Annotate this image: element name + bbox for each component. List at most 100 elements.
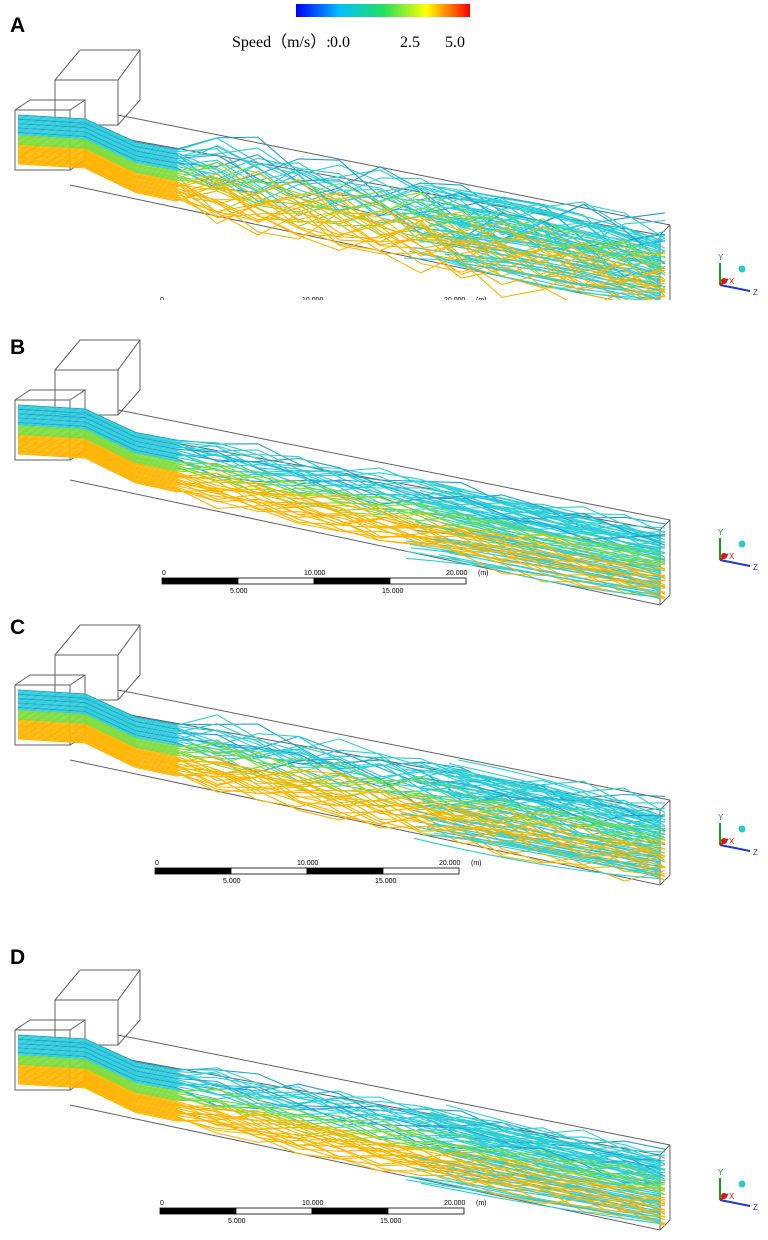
view-sphere bbox=[738, 825, 746, 833]
scale-bar-segment bbox=[311, 1207, 389, 1215]
streamline bbox=[17, 136, 666, 270]
streamline bbox=[444, 254, 661, 298]
streamline bbox=[435, 493, 661, 547]
streamline bbox=[17, 1051, 666, 1184]
streamline bbox=[17, 449, 666, 598]
panel-label: B bbox=[10, 336, 26, 359]
scale-bar-segment bbox=[230, 867, 308, 875]
scale-bar-label: 20.000 bbox=[446, 570, 468, 577]
axis-triad: Y X Z bbox=[718, 1168, 758, 1212]
streamline bbox=[17, 1083, 666, 1227]
streamline bbox=[17, 447, 666, 598]
streamline bbox=[17, 143, 666, 293]
scale-bar-label: 15.000 bbox=[375, 878, 397, 885]
streamline bbox=[17, 706, 666, 845]
streamline bbox=[452, 769, 661, 825]
streamline bbox=[17, 699, 666, 833]
streamline bbox=[440, 549, 661, 593]
streamline bbox=[17, 125, 666, 262]
streamline bbox=[17, 1058, 666, 1196]
streamline bbox=[457, 262, 649, 300]
streamline bbox=[17, 162, 666, 291]
axis-label-y: Y bbox=[718, 253, 724, 262]
streamline bbox=[435, 1160, 661, 1206]
streamline bbox=[17, 129, 666, 274]
streamline bbox=[405, 540, 661, 586]
scale-bar-label: 0 bbox=[155, 860, 159, 867]
streamline bbox=[17, 451, 666, 588]
streamline bbox=[17, 1071, 666, 1215]
streamline bbox=[17, 1076, 666, 1221]
scale-bar-label: (m) bbox=[476, 297, 487, 300]
streamline bbox=[17, 131, 666, 277]
streamline bbox=[410, 785, 661, 837]
streamline bbox=[17, 731, 666, 878]
scale-bar-label: 10.000 bbox=[302, 1200, 324, 1207]
streamline bbox=[17, 416, 666, 546]
scale-bar-label: 5.000 bbox=[228, 1218, 246, 1225]
axis-triad: YXZ bbox=[718, 253, 758, 297]
scale-bar-segment bbox=[382, 867, 460, 875]
streamline bbox=[436, 255, 661, 299]
streamline bbox=[17, 157, 649, 300]
axis-triad: YXZ bbox=[718, 528, 758, 572]
streamline bbox=[17, 124, 666, 276]
streamline bbox=[17, 709, 666, 838]
view-sphere bbox=[738, 540, 746, 548]
streamline bbox=[17, 415, 666, 549]
streamline bbox=[457, 759, 661, 816]
streamline bbox=[433, 220, 661, 271]
streamline bbox=[17, 1069, 666, 1203]
streamline bbox=[17, 137, 666, 297]
streamline bbox=[17, 716, 666, 841]
scale-bar-segment bbox=[389, 577, 467, 585]
streamline bbox=[17, 737, 666, 868]
legend-colorbar bbox=[296, 4, 470, 17]
legend-tick-mid: 2.5 bbox=[400, 34, 420, 51]
scale-bar-label: (m) bbox=[471, 860, 482, 867]
scale-bar-segment bbox=[154, 867, 232, 875]
streamline bbox=[17, 434, 666, 578]
panel-label: C bbox=[10, 616, 26, 639]
streamline bbox=[17, 433, 666, 580]
panel-label: D bbox=[10, 946, 26, 969]
streamline bbox=[17, 144, 666, 293]
streamline bbox=[446, 555, 661, 598]
streamline bbox=[447, 835, 661, 878]
streamline bbox=[17, 1073, 666, 1207]
streamline bbox=[458, 775, 661, 829]
streamline bbox=[17, 698, 666, 832]
streamline bbox=[17, 1056, 666, 1190]
streamline bbox=[17, 142, 666, 276]
streamline bbox=[17, 713, 666, 854]
streamline bbox=[17, 163, 653, 300]
streamline bbox=[17, 720, 666, 857]
axis-label-x: X bbox=[729, 1192, 735, 1201]
scale-bar-label: 10.000 bbox=[302, 297, 324, 300]
streamline bbox=[17, 452, 666, 588]
streamline bbox=[17, 692, 666, 823]
streamline bbox=[452, 542, 661, 587]
scale-bar-label: 0 bbox=[160, 1200, 164, 1207]
streamline bbox=[445, 1104, 661, 1161]
streamline bbox=[17, 161, 666, 300]
scale-bar-label: 0 bbox=[162, 570, 166, 577]
streamline bbox=[17, 1082, 666, 1218]
streamline bbox=[17, 150, 666, 294]
scale-bar-segment bbox=[161, 577, 239, 585]
legend-tick-max: 5.0 bbox=[445, 34, 465, 51]
axis-label-z: Z bbox=[753, 1203, 758, 1212]
scale-bar-label: 20.000 bbox=[444, 1200, 466, 1207]
streamline bbox=[17, 707, 666, 842]
streamline bbox=[17, 700, 666, 832]
axis-triad: YXZ bbox=[718, 813, 758, 857]
axis-label-x: X bbox=[729, 552, 735, 561]
axis-label-y: Y bbox=[718, 1168, 724, 1177]
